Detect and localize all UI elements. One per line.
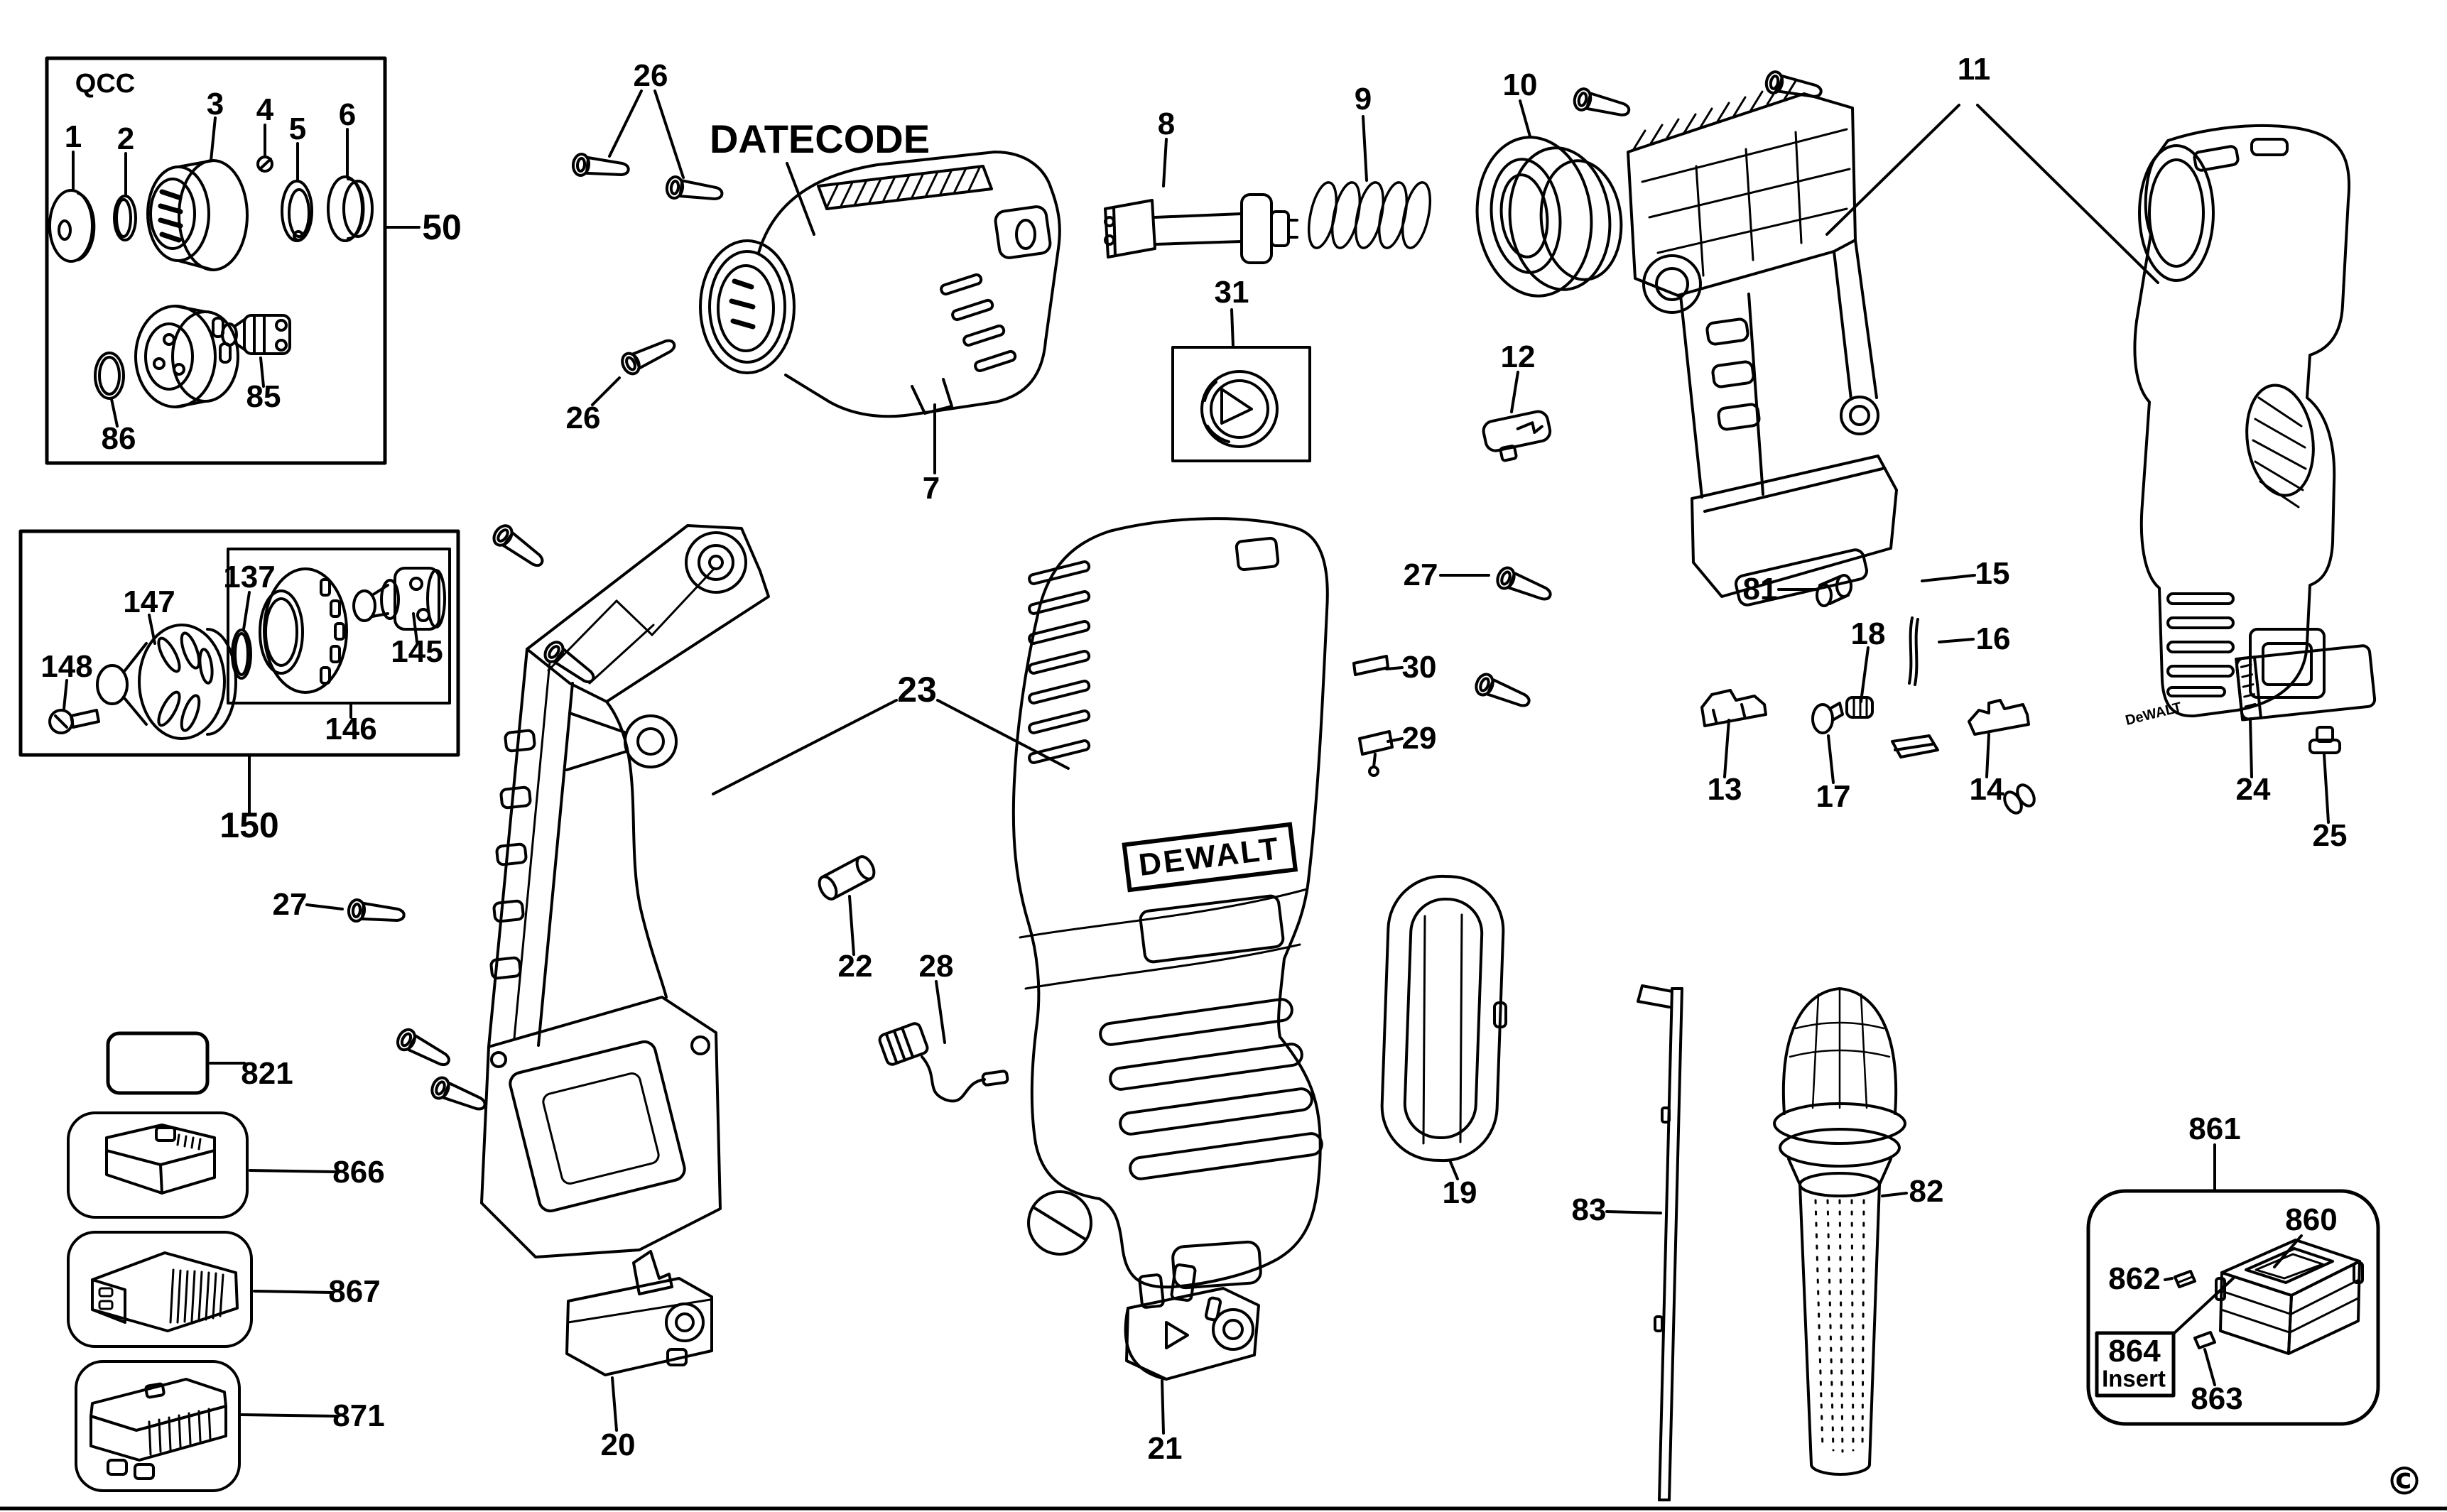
part-label-4: 4 xyxy=(256,92,274,127)
part-label-qcc: QCC xyxy=(75,69,136,99)
part-label-8: 8 xyxy=(1157,107,1176,141)
battery-871 xyxy=(75,1360,338,1492)
part-label-862: 862 xyxy=(2108,1261,2161,1296)
part-label-datecode: DATECODE xyxy=(709,116,930,161)
part-label-871: 871 xyxy=(332,1398,385,1433)
part-label-insert: Insert xyxy=(2102,1365,2166,1392)
trigger-housing-21 xyxy=(1124,1263,1260,1435)
part-label-867: 867 xyxy=(328,1274,381,1309)
part-label-137: 137 xyxy=(223,560,276,594)
part-label-150: 150 xyxy=(219,805,279,845)
part-label-26a: 26 xyxy=(633,58,668,93)
pin-22 xyxy=(818,855,876,956)
part-label-20: 20 xyxy=(600,1427,636,1462)
part-label-10: 10 xyxy=(1502,67,1538,102)
part-label-860: 860 xyxy=(2285,1202,2338,1237)
part-label-21: 21 xyxy=(1147,1431,1183,1466)
part-label-86: 86 xyxy=(101,421,136,456)
part-label-146: 146 xyxy=(325,712,377,746)
spindle-8 xyxy=(1104,138,1298,264)
part-label-9: 9 xyxy=(1354,82,1372,116)
clip-12 xyxy=(1482,371,1552,462)
part-label-866: 866 xyxy=(332,1155,385,1190)
part-label-863: 863 xyxy=(2191,1381,2243,1416)
part-label-821: 821 xyxy=(241,1056,293,1091)
spring-9 xyxy=(1307,115,1432,249)
part-label-30: 30 xyxy=(1401,650,1437,685)
part-label-2: 2 xyxy=(116,121,135,156)
part-label-14: 14 xyxy=(1969,772,2004,807)
kitbox-group-861 xyxy=(2086,1143,2380,1426)
qcc-assembly-box xyxy=(45,56,421,465)
clamshell-housing-23 xyxy=(305,517,1329,1290)
part-label-82: 82 xyxy=(1909,1174,1944,1209)
part-label-13: 13 xyxy=(1707,772,1742,807)
part-label-3: 3 xyxy=(206,87,224,121)
mode-knob-box-31 xyxy=(1171,308,1311,462)
part-label-148: 148 xyxy=(40,649,93,684)
copyright-mark: © xyxy=(2385,1459,2424,1504)
part-label-5: 5 xyxy=(288,112,307,146)
part-label-11: 11 xyxy=(1957,52,1991,87)
part-label-12: 12 xyxy=(1500,339,1536,374)
part-label-22: 22 xyxy=(837,949,873,984)
part-label-864: 864 xyxy=(2108,1334,2161,1369)
part-label-31: 31 xyxy=(1214,275,1249,310)
side-handle-82 xyxy=(1773,987,1908,1476)
part-label-147: 147 xyxy=(123,584,175,619)
housing-11 xyxy=(1439,69,2351,718)
part-label-6: 6 xyxy=(338,97,357,132)
chuck-assembly-box xyxy=(18,529,460,815)
part-label-81: 81 xyxy=(1742,572,1778,607)
dust-boot-19 xyxy=(1380,874,1507,1180)
part-label-7: 7 xyxy=(922,471,940,506)
part-label-29: 29 xyxy=(1401,721,1437,756)
battery-866 xyxy=(67,1111,338,1219)
wiring-28 xyxy=(878,980,1009,1103)
part-label-1: 1 xyxy=(64,119,82,154)
part-label-145: 145 xyxy=(391,634,443,669)
depth-rod-83 xyxy=(1605,984,1683,1501)
part-label-50: 50 xyxy=(422,207,462,247)
part-label-26b: 26 xyxy=(565,401,601,435)
part-label-85: 85 xyxy=(246,379,281,414)
part-label-15: 15 xyxy=(1975,556,2010,591)
part-label-18: 18 xyxy=(1850,616,1886,651)
part-label-24: 24 xyxy=(2235,772,2271,807)
part-label-27b: 27 xyxy=(272,887,308,922)
boot-10 xyxy=(1475,99,1623,298)
part-label-27a: 27 xyxy=(1403,558,1438,592)
part-label-25: 25 xyxy=(2312,818,2348,853)
label-plate-24 xyxy=(2235,644,2377,778)
part-label-28: 28 xyxy=(918,949,954,984)
motor-housing-7 xyxy=(570,89,1061,474)
plug-25 xyxy=(2308,726,2341,824)
part-label-861: 861 xyxy=(2188,1111,2241,1146)
small-hardware xyxy=(1352,574,2036,815)
part-label-83: 83 xyxy=(1571,1192,1607,1227)
part-label-19: 19 xyxy=(1442,1175,1477,1210)
sticker-821 xyxy=(106,1031,246,1095)
charger-867 xyxy=(67,1231,334,1348)
part-label-16: 16 xyxy=(1975,621,2011,656)
trigger-housing-20 xyxy=(565,1250,713,1432)
part-label-17: 17 xyxy=(1816,779,1851,814)
part-label-23: 23 xyxy=(897,670,937,709)
